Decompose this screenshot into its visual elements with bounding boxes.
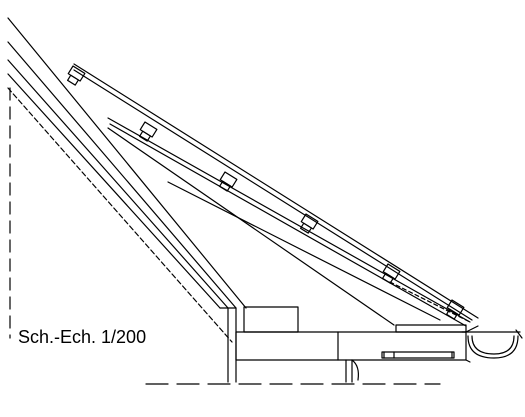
rain-gutter [461,329,523,359]
sloped-wall-layers [7,17,247,343]
support-post [345,359,359,383]
wall-plate-block [243,306,299,333]
roof-batten-blocks [66,65,465,320]
vertical-wall [219,307,237,383]
roof-strut-lower [167,181,441,321]
roof-covering-planes [73,63,479,327]
scale-label: Sch.-Ech. 1/200 [18,327,147,347]
eave-beam [235,324,479,363]
roof-strut [107,127,395,326]
soffit-lining [381,351,455,359]
